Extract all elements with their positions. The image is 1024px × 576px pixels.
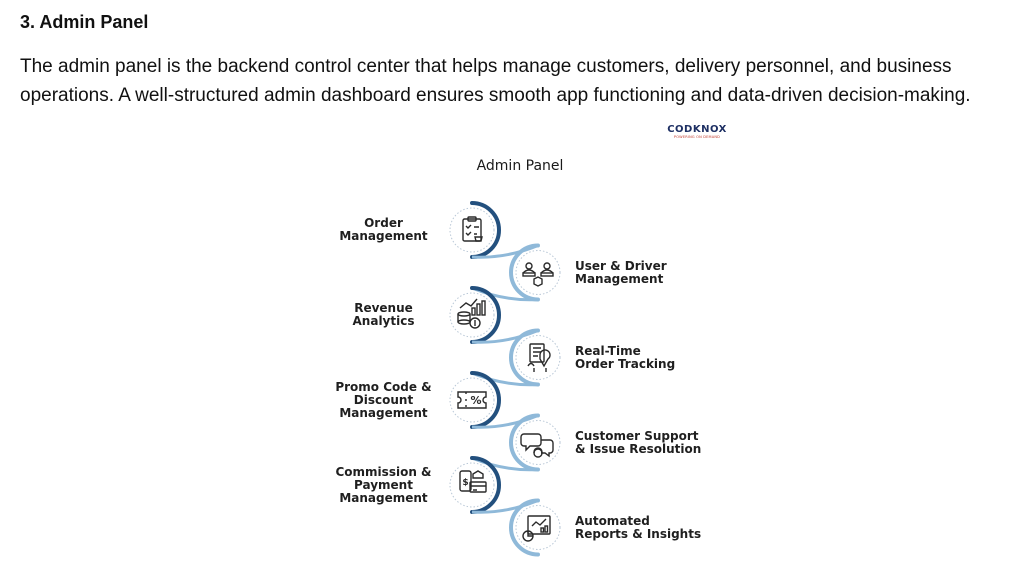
spine-arc bbox=[509, 328, 540, 387]
logo-wordmark: CODKNOX bbox=[667, 124, 727, 135]
chat-support-icon bbox=[520, 433, 554, 458]
node-label-line: Management bbox=[575, 271, 664, 286]
report-chart-icon bbox=[522, 515, 551, 542]
spine-arcs bbox=[470, 201, 540, 557]
node-ring bbox=[515, 335, 561, 380]
node-ring bbox=[515, 250, 561, 295]
spine-arc bbox=[470, 201, 501, 259]
node-label-line: User & Driver bbox=[575, 258, 667, 273]
node-label-line: Revenue bbox=[354, 301, 413, 315]
logo-tagline: POWERING ON DEMAND bbox=[673, 135, 721, 139]
node-label-line: Automated bbox=[575, 513, 650, 528]
node-label-line: Reports & Insights bbox=[575, 526, 702, 541]
node-label-line: Order bbox=[364, 216, 403, 230]
node-label: Customer Support& Issue Resolution bbox=[575, 428, 715, 456]
node-label-line: Management bbox=[339, 405, 428, 420]
spine-arc bbox=[509, 243, 540, 302]
clipboard-cart-icon bbox=[462, 216, 483, 242]
spine-arc bbox=[509, 498, 540, 557]
node-label-line: Management bbox=[339, 229, 428, 243]
section-paragraph: The admin panel is the backend control c… bbox=[20, 56, 971, 106]
node-label-line: Analytics bbox=[352, 314, 415, 328]
spine-arc bbox=[509, 413, 540, 472]
discount-ticket-icon: % bbox=[457, 391, 487, 409]
node-icons: % $ bbox=[457, 216, 554, 542]
node-label-line: Management bbox=[339, 490, 428, 505]
node-label-line: Order Tracking bbox=[575, 356, 676, 371]
node-label-line: Payment bbox=[354, 477, 413, 492]
diagram-spine: % $ bbox=[449, 201, 561, 557]
svg-text:$: $ bbox=[462, 478, 468, 488]
spine-arc bbox=[470, 371, 501, 429]
node-ring bbox=[449, 462, 495, 508]
map-location-icon bbox=[527, 343, 551, 372]
payment-card-icon: $ bbox=[459, 470, 487, 493]
spine-arc bbox=[470, 286, 501, 344]
node-ring bbox=[449, 207, 495, 253]
node-label-line: Customer Support bbox=[575, 428, 699, 443]
spine-arc bbox=[470, 456, 501, 514]
node-ring bbox=[515, 505, 561, 550]
node-label-line: Promo Code & bbox=[335, 379, 432, 394]
node-label-line: Commission & bbox=[335, 464, 432, 479]
node-rings bbox=[449, 207, 561, 550]
node-label-line: Discount bbox=[353, 392, 414, 407]
node-label-line: & Issue Resolution bbox=[575, 441, 702, 456]
admin-panel-infographic: Admin Panel bbox=[330, 150, 730, 570]
svg-text:%: % bbox=[470, 394, 481, 407]
coins-chart-icon bbox=[457, 298, 486, 329]
section-heading: 3. Admin Panel bbox=[20, 12, 149, 32]
node-label-line: Real-Time bbox=[575, 343, 641, 358]
company-logo: CODKNOX POWERING ON DEMAND bbox=[666, 125, 728, 143]
node-ring bbox=[449, 377, 495, 423]
diagram-title: Admin Panel bbox=[476, 158, 564, 174]
users-icon bbox=[522, 262, 554, 287]
